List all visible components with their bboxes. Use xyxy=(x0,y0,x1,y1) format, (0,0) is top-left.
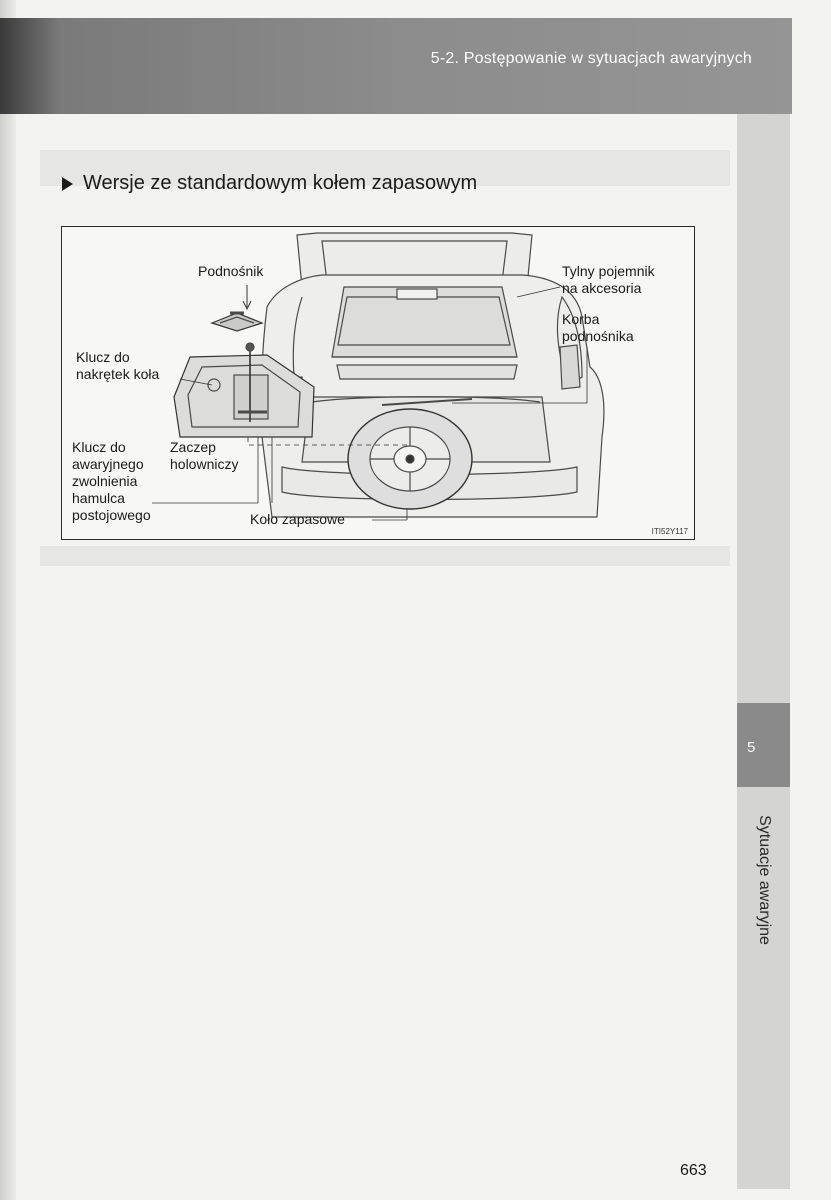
spare-tire-figure: Podnośnik Klucz do nakrętek koła Klucz d… xyxy=(61,226,695,540)
label-parking-brake-wrench-line1: Klucz do xyxy=(72,439,126,455)
figure-code: ITI52Y117 xyxy=(651,527,688,536)
label-jack-handle-line2: podnośnika xyxy=(562,328,634,344)
label-rear-box-line2: na akcesoria xyxy=(562,280,642,296)
page-number: 663 xyxy=(680,1162,707,1179)
chapter-number: 5 xyxy=(747,739,756,756)
label-wheel-nut-wrench-line1: Klucz do xyxy=(76,349,130,365)
chapter-name: Sytuacje awaryjne xyxy=(756,815,773,945)
label-spare-tire: Koło zapasowe xyxy=(250,511,345,527)
chapter-tab[interactable]: 5 xyxy=(737,703,790,787)
triangle-bullet-icon xyxy=(62,176,73,191)
label-parking-brake-wrench-line2: awaryjnego xyxy=(72,456,144,472)
label-rear-box-line1: Tylny pojemnik xyxy=(562,263,655,279)
label-jack: Podnośnik xyxy=(198,263,264,279)
header-band: 5-2. Postępowanie w sytuacjach awaryjnyc… xyxy=(0,18,792,114)
label-wheel-nut-wrench-line2: nakrętek koła xyxy=(76,366,160,382)
label-parking-brake-wrench-line3: zwolnienia xyxy=(72,473,138,489)
label-towing-eyelet-line1: Zaczep xyxy=(170,439,216,455)
bleed-through-block xyxy=(40,150,730,186)
page-edge-shadow xyxy=(0,0,16,1200)
section-heading: Wersje ze standardowym kołem zapasowym xyxy=(62,172,477,195)
section-header-title: 5-2. Postępowanie w sytuacjach awaryjnyc… xyxy=(430,50,752,67)
label-jack-handle-line1: Korba xyxy=(562,311,600,327)
bleed-through-block xyxy=(40,546,730,566)
label-parking-brake-wrench-line4: hamulca xyxy=(72,490,125,506)
side-tab-strip xyxy=(737,114,790,1189)
label-parking-brake-wrench-line5: postojowego xyxy=(72,507,151,523)
car-trunk-illustration xyxy=(152,232,605,521)
label-towing-eyelet-line2: holowniczy xyxy=(170,456,239,472)
section-heading-text: Wersje ze standardowym kołem zapasowym xyxy=(83,172,478,194)
